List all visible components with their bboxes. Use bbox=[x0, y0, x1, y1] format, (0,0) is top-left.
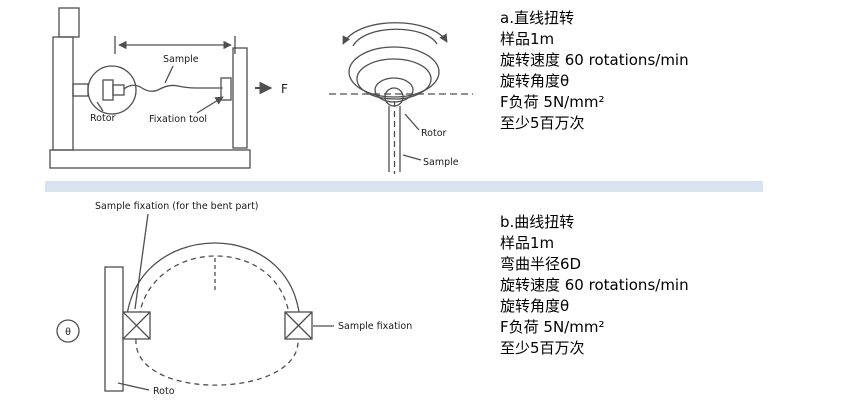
rotor-label: Rotor bbox=[90, 113, 116, 124]
sample-arc-solid bbox=[125, 242, 301, 337]
rotor-circle bbox=[87, 65, 137, 115]
section-a-title: a.直线扭转 bbox=[500, 9, 574, 27]
sample-leader-line bbox=[164, 65, 174, 84]
rotor-clamp-jaw bbox=[112, 84, 125, 96]
rotor-disk-mid bbox=[356, 58, 432, 100]
rotor-plate bbox=[104, 266, 124, 392]
sample-label: Sample bbox=[423, 157, 459, 168]
sample-wire bbox=[123, 84, 223, 92]
rotor-leader-line bbox=[117, 382, 150, 391]
spec-line: 旋转速度 60 rotations/min bbox=[500, 51, 689, 69]
rotation-arrow-inner bbox=[352, 28, 438, 47]
sample-label: Sample bbox=[163, 54, 199, 65]
curved-torsion-diagram: Sample fixation (for the bent part) Samp… bbox=[56, 201, 412, 397]
force-label: F bbox=[281, 82, 288, 96]
sample-fixation-label: Sample fixation bbox=[338, 321, 412, 332]
rotor-axial-view-diagram: Rotor Sample bbox=[329, 22, 473, 174]
spec-line: 旋转角度θ bbox=[500, 297, 570, 315]
spec-line: 样品1m bbox=[500, 30, 555, 48]
section-b-title: b.曲线扭转 bbox=[500, 213, 575, 231]
fixation-clamp bbox=[220, 77, 232, 101]
sample-arc-dashed bbox=[137, 255, 291, 335]
rotor-disk-outer bbox=[348, 46, 440, 98]
drive-shaft bbox=[72, 83, 89, 97]
motor-housing bbox=[58, 7, 80, 38]
section-a-specs: a.直线扭转 样品1m 旋转速度 60 rotations/min 旋转角度θ … bbox=[500, 8, 689, 134]
machine-base bbox=[49, 149, 251, 169]
spec-line: 至少5百万次 bbox=[500, 114, 585, 132]
theta-symbol: θ bbox=[65, 327, 71, 338]
theta-circle bbox=[56, 319, 80, 343]
spec-line: F负荷 5N/mm² bbox=[500, 318, 605, 336]
section-divider bbox=[45, 181, 763, 192]
spec-line: 至少5百万次 bbox=[500, 339, 585, 357]
fixation-post bbox=[232, 47, 248, 149]
sample-loop-hanging bbox=[135, 338, 299, 386]
rotation-arrow bbox=[342, 22, 448, 45]
section-b-specs: b.曲线扭转 样品1m 弯曲半径6D 旋转速度 60 rotations/min… bbox=[500, 212, 689, 359]
fixation-tool-label: Fixation tool bbox=[149, 114, 207, 125]
bent-fixation-leader-line bbox=[134, 213, 149, 310]
rotor-leader-line bbox=[404, 113, 420, 131]
bent-fixation-label: Sample fixation (for the bent part) bbox=[95, 201, 259, 212]
straight-torsion-machine-diagram: Sample Rotor Fixation tool F bbox=[49, 7, 288, 169]
spec-line: 旋转角度θ bbox=[500, 72, 570, 90]
spec-line: F负荷 5N/mm² bbox=[500, 93, 605, 111]
fixation-leader-line bbox=[196, 96, 224, 114]
spec-line: 弯曲半径6D bbox=[500, 255, 582, 273]
sample-leader-line bbox=[402, 154, 422, 161]
motor-column bbox=[52, 36, 74, 151]
spec-line: 旋转速度 60 rotations/min bbox=[500, 276, 689, 294]
rotor-label: Roto bbox=[153, 386, 175, 397]
rotor-clamp-part bbox=[102, 79, 114, 101]
rotor-label: Rotor bbox=[421, 128, 447, 139]
spec-line: 样品1m bbox=[500, 234, 555, 252]
rotor-leader-line bbox=[96, 101, 104, 112]
